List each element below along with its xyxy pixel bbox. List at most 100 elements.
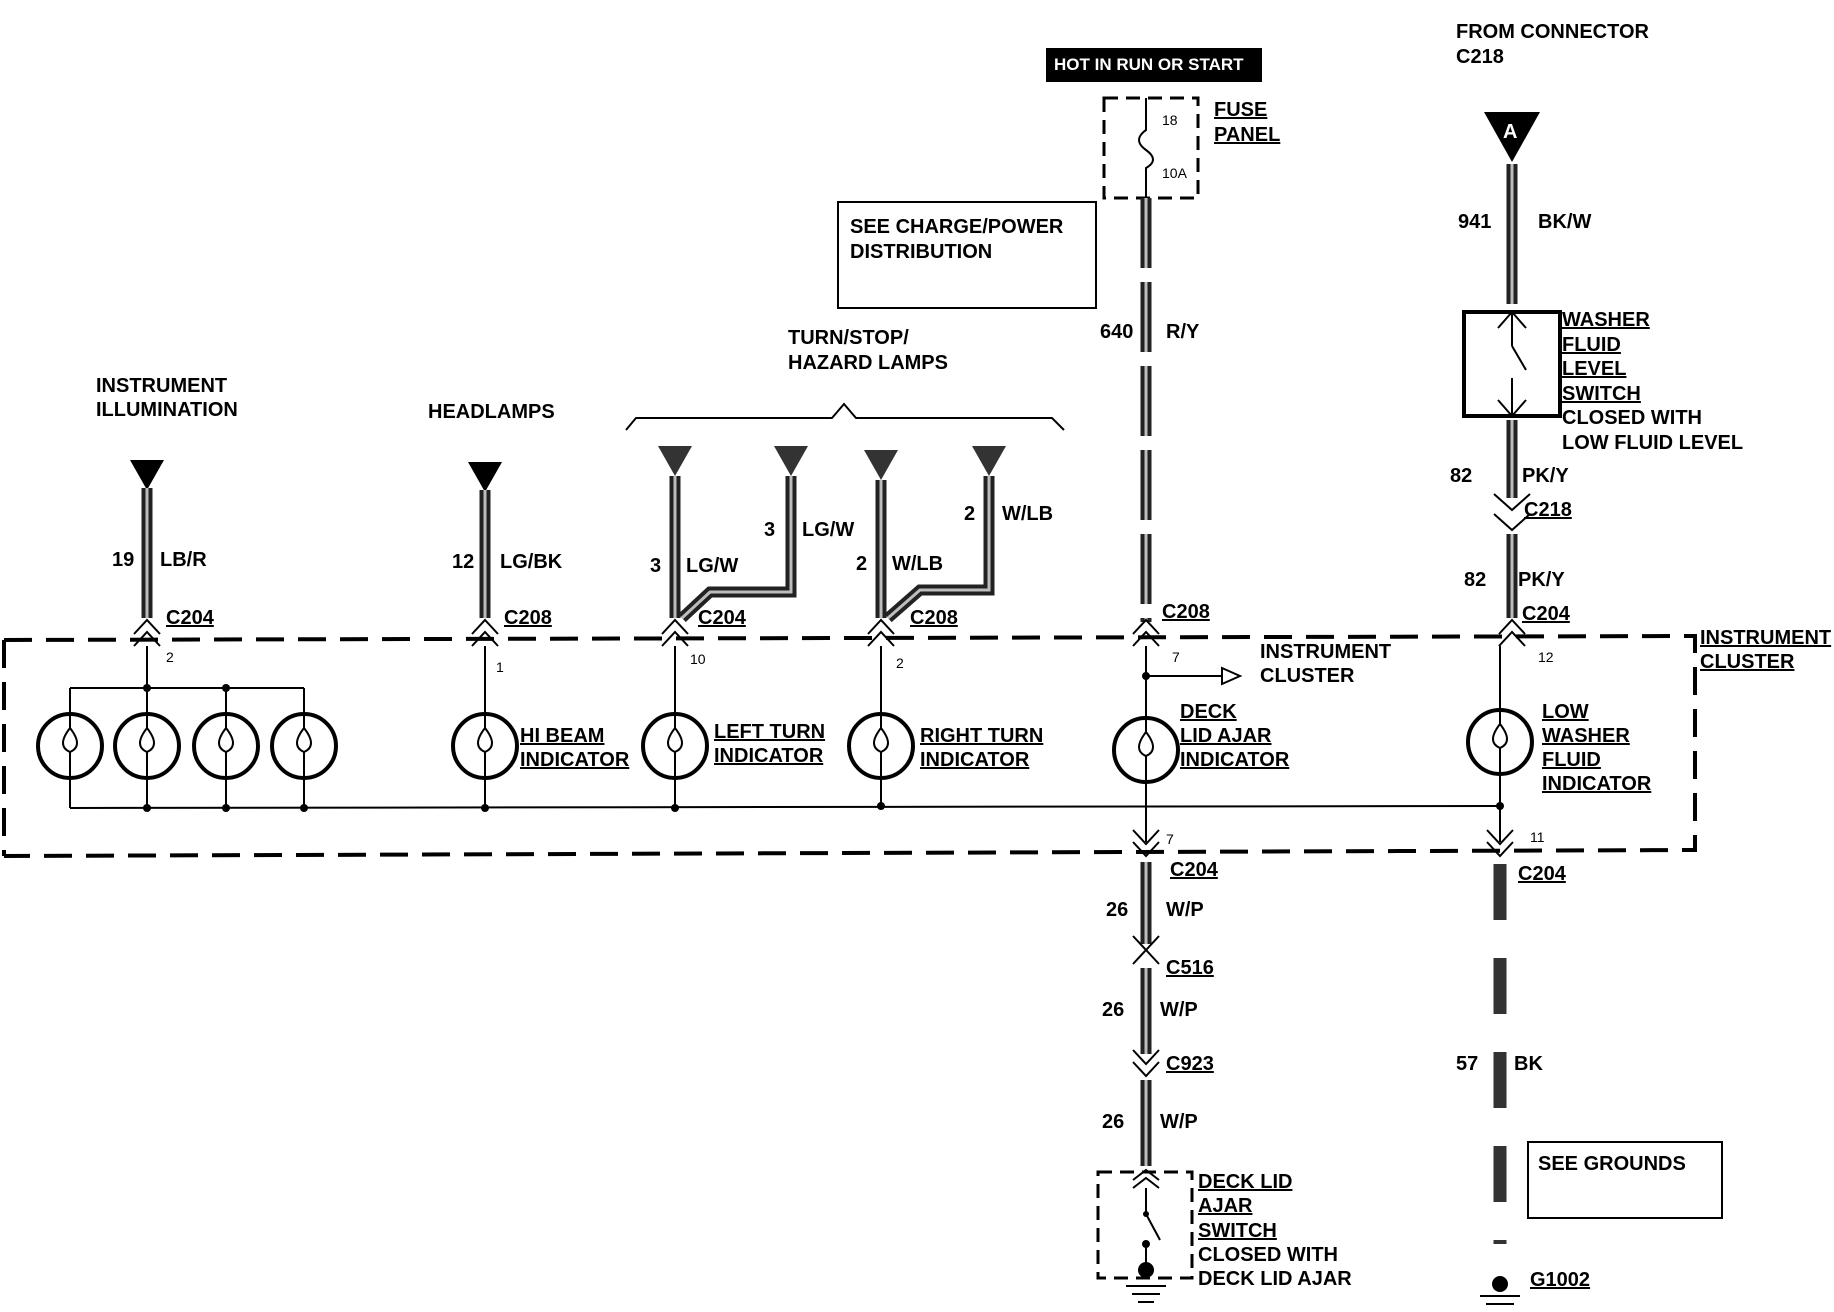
lt-triangle-b bbox=[774, 446, 808, 476]
hi-beam-label-1: HI BEAM bbox=[520, 725, 604, 747]
wire-19-number: 19 bbox=[112, 549, 134, 571]
c204-c-label: C204 bbox=[1522, 603, 1571, 625]
deck-indicator-label-2: LID AJAR bbox=[1180, 725, 1272, 747]
deck-indicator-label-1: DECK bbox=[1180, 701, 1237, 723]
wire-82b-number: 82 bbox=[1464, 569, 1486, 591]
c204-a-label: C204 bbox=[166, 607, 215, 629]
instrument-illumination-label-1: INSTRUMENT bbox=[96, 375, 227, 397]
left-turn-label-1: LEFT TURN bbox=[714, 721, 825, 743]
wire-26c-number: 26 bbox=[1102, 1111, 1124, 1133]
pin-2a: 2 bbox=[166, 649, 174, 665]
c204-b-label: C204 bbox=[698, 607, 747, 629]
from-connector-label-2: C218 bbox=[1456, 46, 1504, 68]
wire-640-number: 640 bbox=[1100, 321, 1133, 343]
deck-switch-label-3: SWITCH bbox=[1198, 1220, 1277, 1242]
pin-12: 12 bbox=[1538, 649, 1554, 665]
see-charge-label-1: SEE CHARGE/POWER bbox=[850, 216, 1064, 238]
wire-3a-number: 3 bbox=[650, 555, 661, 577]
wire-82b-color: PK/Y bbox=[1518, 569, 1565, 591]
washer-switch-label-3: LEVEL bbox=[1562, 358, 1626, 380]
turn-bracket bbox=[625, 402, 1065, 431]
rt-triangle-b bbox=[972, 446, 1006, 476]
wire-26a-number: 26 bbox=[1106, 899, 1128, 921]
fuse-panel-label-1: FUSE bbox=[1214, 99, 1267, 121]
deck-switch-ground-dot bbox=[1138, 1262, 1154, 1278]
washer-switch-label-1: WASHER bbox=[1562, 309, 1650, 331]
c218-connector bbox=[1493, 493, 1531, 532]
right-turn-label-1: RIGHT TURN bbox=[920, 725, 1043, 747]
fuse-symbol bbox=[1138, 98, 1154, 198]
hot-in-run-box bbox=[1046, 48, 1262, 82]
deck-lid-bulb bbox=[1112, 716, 1180, 784]
deck-switch-label-2: AJAR bbox=[1198, 1195, 1253, 1217]
low-washer-label-4: INDICATOR bbox=[1542, 773, 1652, 795]
deck-switch-contacts bbox=[1145, 1188, 1161, 1262]
wire-3b bbox=[678, 476, 797, 623]
pin-2b: 2 bbox=[896, 655, 904, 671]
illum-bulb-3 bbox=[192, 712, 260, 780]
turn-stop-label-1: TURN/STOP/ bbox=[788, 327, 909, 349]
pin-7b: 7 bbox=[1166, 831, 1174, 847]
hi-beam-bulb bbox=[451, 712, 519, 780]
wire-57-color: BK bbox=[1514, 1053, 1543, 1075]
hi-beam-label-2: INDICATOR bbox=[520, 749, 630, 771]
c208-c-label: C208 bbox=[1162, 601, 1210, 623]
illum-bulb-1 bbox=[36, 712, 104, 780]
wire-82a-number: 82 bbox=[1450, 465, 1472, 487]
deck-switch-label-5: DECK LID AJAR bbox=[1198, 1268, 1352, 1290]
wire-2b-color: W/LB bbox=[1002, 503, 1053, 525]
fuse-panel-label-2: PANEL bbox=[1214, 124, 1280, 146]
g1002-ground-icon bbox=[1480, 1295, 1520, 1305]
wire-26a-color: W/P bbox=[1166, 899, 1204, 921]
c204-d-label: C204 bbox=[1170, 859, 1219, 881]
pin-10: 10 bbox=[690, 651, 706, 667]
wire-2a-color: W/LB bbox=[892, 553, 943, 575]
low-washer-label-3: FLUID bbox=[1542, 749, 1601, 771]
low-washer-label-1: LOW bbox=[1542, 701, 1589, 723]
headlamps-label: HEADLAMPS bbox=[428, 401, 555, 423]
deck-switch-label-1: DECK LID bbox=[1198, 1171, 1292, 1193]
see-charge-label-2: DISTRIBUTION bbox=[850, 241, 992, 263]
wire-57-number: 57 bbox=[1456, 1053, 1478, 1075]
wire-26b-color: W/P bbox=[1160, 999, 1198, 1021]
wire-941-number: 941 bbox=[1458, 211, 1491, 233]
illum-bulb-2 bbox=[113, 712, 181, 780]
low-washer-bulb bbox=[1466, 708, 1534, 776]
lt-triangle-a bbox=[658, 446, 692, 476]
instrument-cluster-outline bbox=[3, 633, 1697, 858]
see-grounds-label: SEE GROUNDS bbox=[1538, 1153, 1686, 1175]
pin-7a: 7 bbox=[1172, 649, 1180, 665]
instrument-cluster-right-label-1: INSTRUMENT bbox=[1700, 627, 1831, 649]
wire-12-number: 12 bbox=[452, 551, 474, 573]
connector-a-triangle bbox=[1484, 112, 1540, 162]
c923-label: C923 bbox=[1166, 1053, 1214, 1075]
instrument-illumination-label-2: ILLUMINATION bbox=[96, 399, 238, 421]
headlamps-triangle bbox=[468, 462, 502, 492]
fuse-panel-box bbox=[1102, 96, 1200, 200]
g1002-label: G1002 bbox=[1530, 1269, 1590, 1291]
c208-b-label: C208 bbox=[910, 607, 958, 629]
fuse-amperage: 10A bbox=[1162, 165, 1188, 181]
wire-82a-color: PK/Y bbox=[1522, 465, 1569, 487]
c516-label: C516 bbox=[1166, 957, 1214, 979]
wire-26b-number: 26 bbox=[1102, 999, 1124, 1021]
wire-19-color: LB/R bbox=[160, 549, 207, 571]
connector-a-letter: A bbox=[1503, 121, 1517, 143]
illum-bus-top bbox=[70, 646, 304, 689]
washer-switch-label-5: CLOSED WITH bbox=[1562, 407, 1702, 429]
rt-triangle-a bbox=[864, 450, 898, 480]
c204-e-label: C204 bbox=[1518, 863, 1567, 885]
washer-switch-contacts bbox=[1511, 312, 1527, 416]
right-turn-bulb bbox=[847, 712, 915, 780]
wire-2b bbox=[884, 476, 995, 623]
see-charge-box bbox=[837, 201, 1097, 309]
hot-in-run-label: HOT IN RUN OR START bbox=[1054, 55, 1244, 74]
deck-indicator-label-3: INDICATOR bbox=[1180, 749, 1290, 771]
wire-3b-number: 3 bbox=[764, 519, 775, 541]
right-turn-label-2: INDICATOR bbox=[920, 749, 1030, 771]
wire-2b-number: 2 bbox=[964, 503, 975, 525]
pin-11: 11 bbox=[1530, 829, 1545, 845]
g1002-ground-dot bbox=[1492, 1276, 1508, 1292]
left-turn-bulb bbox=[641, 712, 709, 780]
wire-941-color: BK/W bbox=[1538, 211, 1591, 233]
